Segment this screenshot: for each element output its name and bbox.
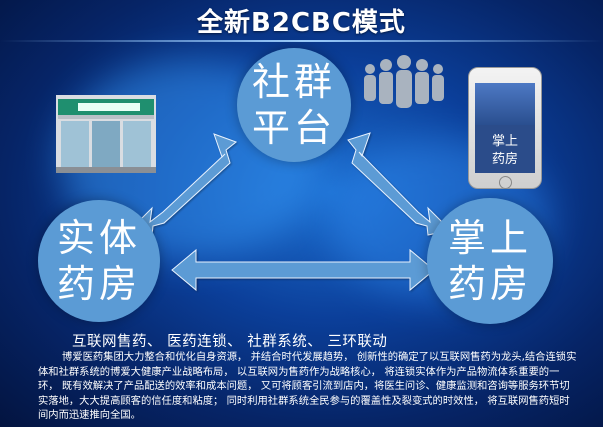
node-label: 社群 bbox=[251, 60, 336, 104]
people-group-icon bbox=[364, 55, 444, 108]
body-text: 博爱医药集团大力整合和优化自身资源， 并结合时代发展趋势， 创新性的确定了以互联… bbox=[38, 351, 577, 422]
pharmacy-storefront-image bbox=[56, 95, 156, 173]
mobile-phone-image: 掌上 药房 bbox=[468, 67, 542, 189]
title-divider bbox=[0, 40, 603, 42]
node-mobile-pharmacy: 掌上 药房 bbox=[427, 198, 553, 324]
slide-title: 全新B2CBC模式 bbox=[197, 8, 406, 38]
arrow-shape bbox=[347, 132, 451, 236]
node-label: 药房 bbox=[56, 262, 141, 306]
phone-screen-banner bbox=[475, 83, 535, 125]
node-label: 平台 bbox=[251, 106, 336, 150]
node-label: 实体 bbox=[56, 216, 141, 260]
node-label: 掌上 bbox=[447, 216, 532, 260]
phone-label-line: 药房 bbox=[491, 152, 518, 167]
phone-screen-label: 掌上 药房 bbox=[475, 133, 535, 169]
slide-subtitle: 互联网售药、 医药连锁、 社群系统、 三环联动 bbox=[72, 334, 388, 350]
phone-screen: 掌上 药房 bbox=[475, 83, 535, 173]
node-physical-store: 实体 药房 bbox=[38, 200, 160, 322]
node-community-platform: 社群 平台 bbox=[237, 48, 351, 162]
arrow-shape bbox=[171, 248, 435, 292]
node-label: 药房 bbox=[447, 262, 532, 306]
body-paragraph: 博爱医药集团大力整合和优化自身资源， 并结合时代发展趋势， 创新性的确定了以互联… bbox=[38, 350, 578, 423]
home-button-icon bbox=[499, 176, 512, 189]
arrow-store-mobile bbox=[171, 248, 435, 292]
phone-label-line: 掌上 bbox=[491, 134, 518, 149]
arrow-community-mobile bbox=[347, 132, 451, 236]
